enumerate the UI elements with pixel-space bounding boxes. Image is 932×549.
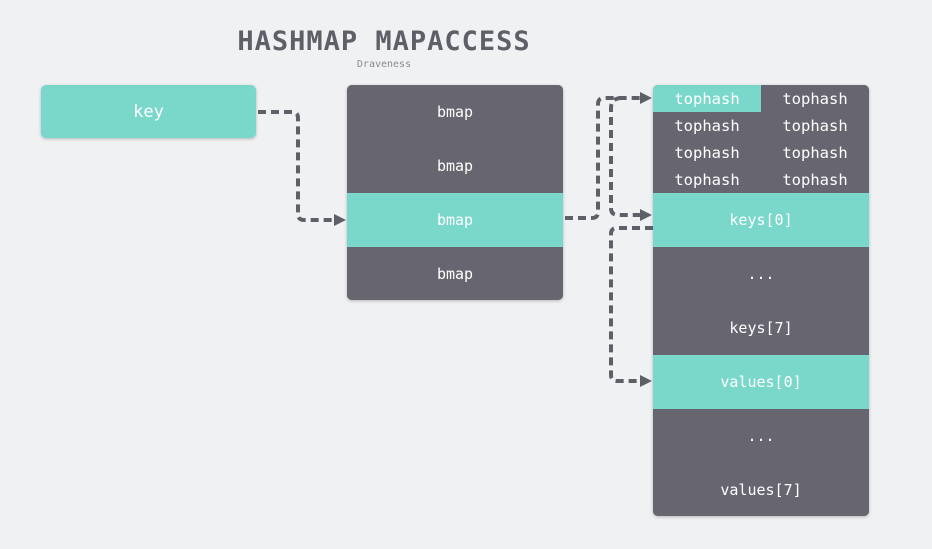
tophash-to-keys-arrow — [609, 96, 640, 217]
tophash-4: tophash — [653, 139, 761, 166]
tophash-3: tophash — [761, 112, 869, 139]
bucket-3: bmap — [347, 247, 563, 300]
keys-7-cell: keys[7] — [653, 301, 869, 355]
keys-to-values-arrow — [609, 226, 653, 383]
bucket-to-tophash-arrow — [565, 96, 640, 220]
keys-to-values-arrowhead — [640, 375, 652, 387]
values-7-cell: values[7] — [653, 463, 869, 516]
tophash-to-keys-arrowhead — [640, 209, 652, 221]
keys-0-cell: keys[0] — [653, 193, 869, 247]
keys-ellipsis-cell: ... — [653, 247, 869, 301]
tophash-2: tophash — [653, 112, 761, 139]
bucket-array: bmap bmap bmap bmap — [347, 85, 563, 300]
tophash-7: tophash — [761, 166, 869, 193]
bucket-1: bmap — [347, 139, 563, 193]
tophash-5: tophash — [761, 139, 869, 166]
bmap-structure: tophash tophash tophash tophash tophash … — [653, 85, 869, 516]
bucket-to-tophash-arrowhead — [640, 92, 652, 104]
diagram-author: Draveness — [356, 59, 412, 70]
diagram-title: HASHMAP MAPACCESS — [237, 26, 531, 57]
tophash-0-selected: tophash — [653, 85, 761, 112]
key-box: key — [41, 85, 256, 138]
bucket-0: bmap — [347, 85, 563, 139]
tophash-6: tophash — [653, 166, 761, 193]
tophash-1: tophash — [761, 85, 869, 112]
key-to-bucket-arrow — [258, 110, 334, 222]
values-0-cell: values[0] — [653, 355, 869, 409]
key-to-bucket-arrowhead — [334, 214, 346, 226]
values-ellipsis-cell: ... — [653, 409, 869, 463]
bucket-2-selected: bmap — [347, 193, 563, 247]
